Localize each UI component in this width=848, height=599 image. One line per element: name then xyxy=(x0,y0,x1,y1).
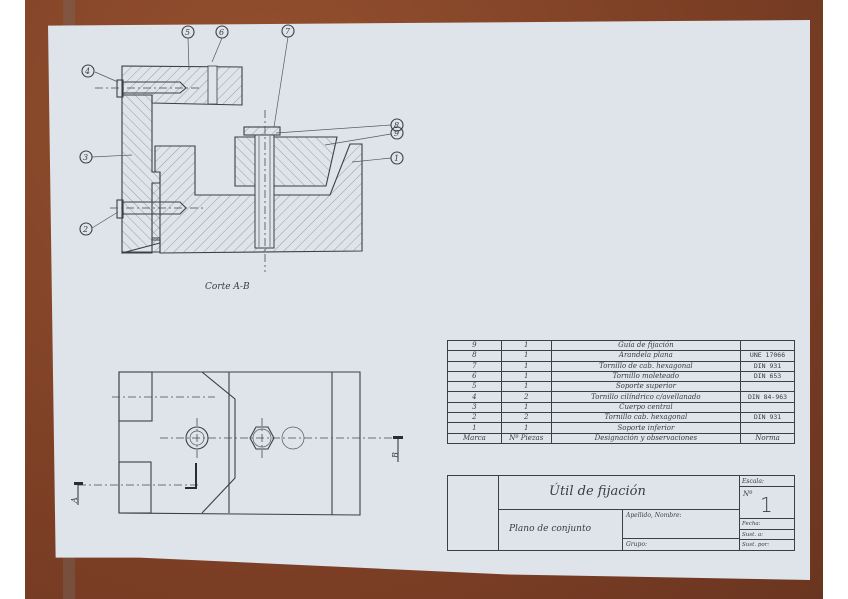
parts-cell-designation: Tornillo cilíndrico c/avellanado xyxy=(550,391,742,403)
parts-cell-designation: Guía de fijación xyxy=(550,339,742,352)
svg-text:8: 8 xyxy=(394,121,399,130)
parts-cell-qty: 1 xyxy=(500,422,552,434)
parts-cell-designation: Soporte inferior xyxy=(550,422,742,434)
header-standard: Norma xyxy=(740,432,795,444)
parts-cell-standard: DIN 931 xyxy=(740,412,795,424)
parts-cell-designation: Tornillo moleteado xyxy=(550,370,742,383)
drawing-subtitle: Plano de conjunto xyxy=(498,509,623,551)
hex-nut xyxy=(249,426,275,450)
parts-cell-mark: 6 xyxy=(447,370,502,383)
parts-cell-standard: DIN 84-963 xyxy=(740,391,795,403)
parts-cell-mark: 3 xyxy=(447,401,502,414)
sheet-number: 1 xyxy=(760,493,773,517)
parts-cell-mark: 8 xyxy=(447,350,502,362)
parts-cell-qty: 2 xyxy=(500,412,552,424)
parts-cell-qty: 1 xyxy=(500,381,552,393)
replaced-by-field: Sust. por: xyxy=(739,539,795,551)
parts-cell-qty: 1 xyxy=(500,370,552,383)
parts-cell-standard xyxy=(740,381,795,393)
parts-cell-standard: DIN 653 xyxy=(740,370,795,383)
svg-text:3: 3 xyxy=(83,153,88,162)
section-view: 4 5 6 7 8 9 1 3 2 Corte A-B xyxy=(79,24,404,292)
logo-cell xyxy=(447,475,499,551)
parts-cell-designation: Cuerpo central xyxy=(550,401,742,414)
section-label: Corte A-B xyxy=(205,282,250,292)
parts-cell-mark: 2 xyxy=(447,412,502,424)
title-block: Útil de fijación Plano de conjunto Apell… xyxy=(447,475,795,553)
parts-cell-standard xyxy=(740,422,795,434)
parts-cell-standard: UNE 17066 xyxy=(740,350,795,362)
sheet-number-cell: Nº 1 xyxy=(739,486,795,519)
parts-cell-standard xyxy=(740,401,795,414)
part-7-screw xyxy=(254,134,275,249)
drawing-sheet xyxy=(48,20,810,580)
header-designation: Designación y observaciones xyxy=(550,432,742,444)
cut-mark-b: B xyxy=(391,452,400,459)
parts-cell-designation: Tornillo de cab. hexagonal xyxy=(550,360,742,372)
svg-text:6: 6 xyxy=(219,28,224,37)
parts-cell-mark: 7 xyxy=(447,360,502,372)
parts-cell-qty: 1 xyxy=(500,401,552,414)
parts-cell-qty: 1 xyxy=(500,350,552,362)
parts-cell-standard: DIN 931 xyxy=(740,360,795,372)
name-field: Apellido, Nombre: xyxy=(622,509,740,539)
drawing-title: Útil de fijación xyxy=(498,475,740,510)
plan-view: A B xyxy=(70,371,403,516)
header-mark: Marca xyxy=(447,432,502,444)
cut-mark-a: A xyxy=(70,497,79,504)
part-4-screw xyxy=(116,79,187,98)
parts-cell-standard xyxy=(740,339,795,352)
svg-text:1: 1 xyxy=(394,154,399,163)
parts-cell-mark: 9 xyxy=(447,339,502,352)
parts-cell-mark: 5 xyxy=(447,381,502,393)
svg-text:5: 5 xyxy=(185,28,190,37)
parts-cell-mark: 1 xyxy=(447,422,502,434)
header-qty: Nº Piezas xyxy=(500,432,552,444)
part-2-screw xyxy=(116,199,187,219)
parts-cell-designation: Arandela plana xyxy=(550,350,742,362)
svg-text:7: 7 xyxy=(285,27,291,36)
parts-cell-designation: Tornillo cab. hexagonal xyxy=(550,412,742,424)
group-field: Grupo: xyxy=(622,538,740,551)
parts-cell-mark: 4 xyxy=(447,391,502,403)
number-label: Nº xyxy=(743,490,753,498)
part-8-washer xyxy=(243,126,281,136)
svg-text:2: 2 xyxy=(82,225,88,234)
balloons: 4 5 6 7 8 9 1 3 2 xyxy=(79,24,404,236)
parts-cell-qty: 1 xyxy=(500,339,552,352)
svg-text:9: 9 xyxy=(394,129,399,138)
part-9-guide xyxy=(234,136,338,187)
svg-text:4: 4 xyxy=(84,67,90,76)
parts-cell-qty: 2 xyxy=(500,391,552,403)
parts-cell-designation: Soporte superior xyxy=(550,381,742,393)
parts-cell-qty: 1 xyxy=(500,360,552,372)
